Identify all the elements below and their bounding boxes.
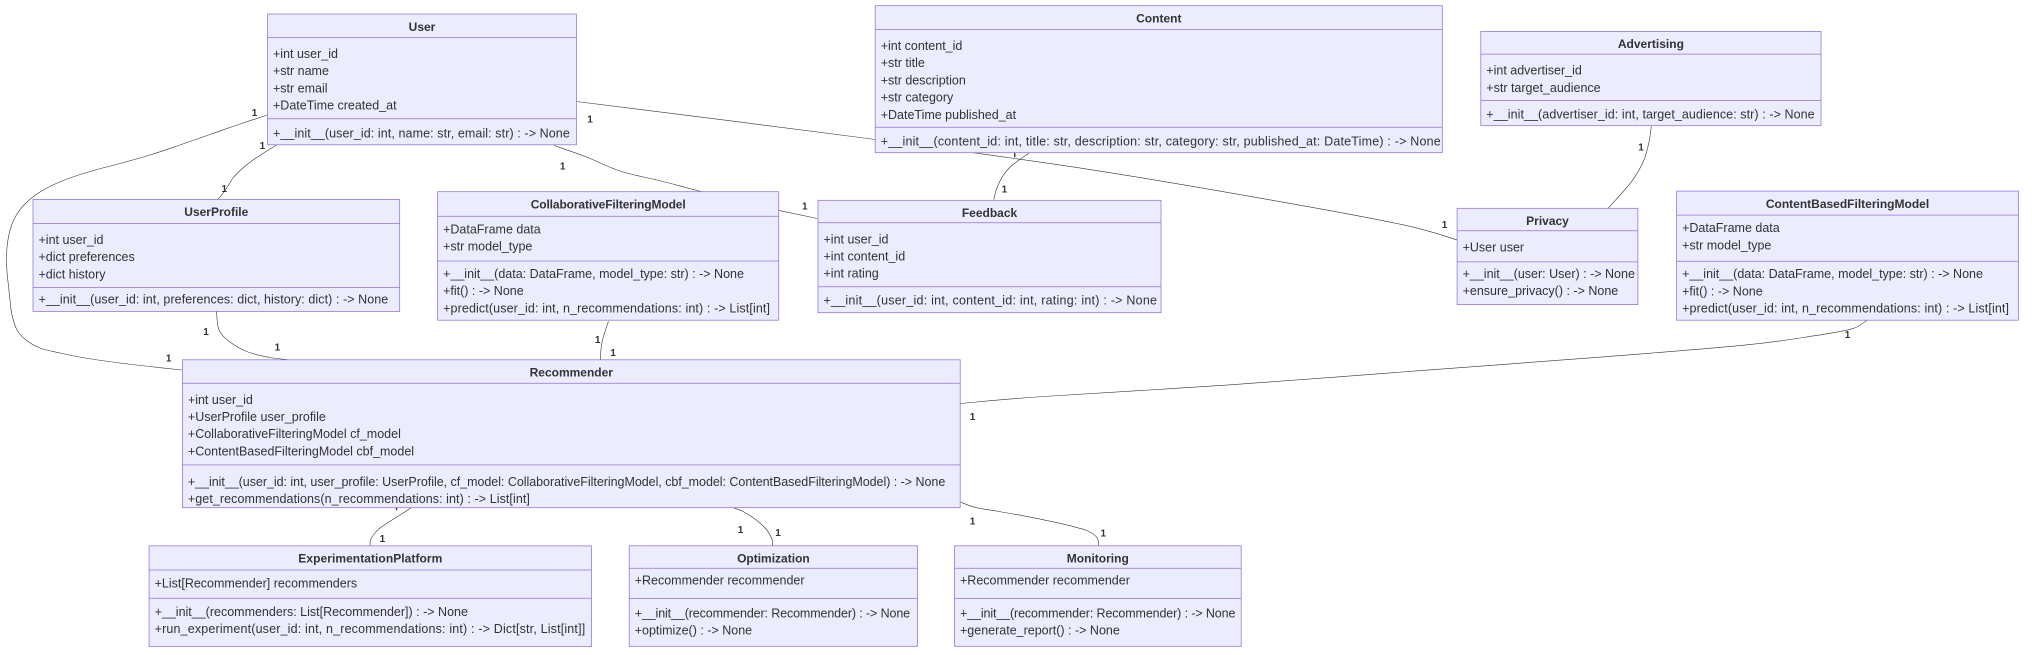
svg-text:1: 1	[275, 343, 281, 354]
svg-text:1: 1	[970, 412, 976, 423]
svg-text:+int user_id: +int user_id	[824, 232, 889, 246]
svg-text:+int content_id: +int content_id	[881, 39, 963, 53]
svg-text:1: 1	[203, 327, 209, 338]
svg-text:1: 1	[1845, 330, 1851, 341]
svg-text:+str target_audience: +str target_audience	[1486, 81, 1600, 95]
svg-text:+User user: +User user	[1463, 240, 1524, 254]
svg-text:1: 1	[1638, 143, 1644, 154]
svg-text:1: 1	[252, 108, 258, 119]
svg-text:1: 1	[260, 141, 266, 152]
svg-text:+fit() : -> None: +fit() : -> None	[1682, 284, 1763, 298]
svg-text:+List[Recommender] recommender: +List[Recommender] recommenders	[155, 577, 358, 591]
svg-text:ExperimentationPlatform: ExperimentationPlatform	[298, 552, 442, 566]
svg-text:+__init__(recommender: Recomme: +__init__(recommender: Recommender) : ->…	[960, 607, 1235, 621]
svg-text:1: 1	[738, 525, 744, 536]
svg-text:Privacy: Privacy	[1526, 214, 1569, 228]
svg-text:Optimization: Optimization	[737, 552, 810, 566]
svg-text:+__init__(content_id: int, tit: +__init__(content_id: int, title: str, d…	[881, 134, 1441, 148]
svg-text:+dict history: +dict history	[39, 267, 107, 281]
svg-text:1: 1	[1442, 220, 1448, 231]
svg-text:+DataFrame data: +DataFrame data	[443, 222, 541, 236]
svg-text:+int user_id: +int user_id	[39, 233, 104, 247]
svg-text:Content: Content	[1136, 12, 1181, 26]
svg-text:+str title: +str title	[881, 56, 925, 70]
svg-text:1: 1	[775, 528, 781, 539]
svg-text:+__init__(user: User) : -> Non: +__init__(user: User) : -> None	[1463, 267, 1635, 281]
svg-text:+str description: +str description	[881, 73, 966, 87]
svg-text:+Recommender recommender: +Recommender recommender	[635, 573, 805, 587]
svg-text:+int rating: +int rating	[824, 267, 879, 281]
svg-text:UserProfile: UserProfile	[184, 205, 248, 219]
svg-text:+str model_type: +str model_type	[1682, 238, 1771, 252]
svg-text:+CollaborativeFilteringModel c: +CollaborativeFilteringModel cf_model	[188, 427, 401, 441]
svg-text:+fit() : -> None: +fit() : -> None	[443, 284, 524, 298]
svg-text:User: User	[409, 20, 436, 34]
svg-text:+__init__(user_id: int, user_p: +__init__(user_id: int, user_profile: Us…	[188, 475, 945, 489]
svg-text:Monitoring: Monitoring	[1067, 552, 1129, 566]
svg-text:+ContentBasedFilteringModel cb: +ContentBasedFilteringModel cbf_model	[188, 444, 414, 458]
svg-text:Feedback: Feedback	[962, 206, 1018, 220]
svg-text:+ensure_privacy() : -> None: +ensure_privacy() : -> None	[1463, 284, 1619, 298]
svg-text:+__init__(data: DataFrame, mod: +__init__(data: DataFrame, model_type: s…	[1682, 267, 1983, 281]
svg-text:ContentBasedFilteringModel: ContentBasedFilteringModel	[1766, 197, 1929, 211]
svg-text:+get_recommendations(n_recomme: +get_recommendations(n_recommendations: …	[188, 492, 530, 506]
svg-text:1: 1	[380, 534, 386, 545]
svg-text:Advertising: Advertising	[1618, 37, 1684, 51]
svg-text:+run_experiment(user_id: int,: +run_experiment(user_id: int, n_recommen…	[155, 622, 586, 636]
svg-text:1: 1	[1002, 185, 1008, 196]
svg-text:1: 1	[610, 348, 616, 359]
svg-text:+generate_report() : -> None: +generate_report() : -> None	[960, 624, 1120, 638]
svg-text:1: 1	[222, 184, 228, 195]
svg-text:+predict(user_id: int, n_recom: +predict(user_id: int, n_recommendations…	[443, 301, 770, 315]
svg-text:+__init__(recommenders: List[R: +__init__(recommenders: List[Recommender…	[155, 605, 468, 619]
svg-text:1: 1	[970, 516, 976, 527]
svg-text:+Recommender recommender: +Recommender recommender	[960, 573, 1130, 587]
svg-text:1: 1	[802, 202, 808, 213]
svg-text:Recommender: Recommender	[530, 366, 614, 380]
svg-text:+int content_id: +int content_id	[824, 250, 906, 264]
svg-text:+__init__(recommender: Recomme: +__init__(recommender: Recommender) : ->…	[635, 607, 910, 621]
svg-text:+UserProfile user_profile: +UserProfile user_profile	[188, 410, 326, 424]
svg-text:+DateTime created_at: +DateTime created_at	[273, 99, 397, 113]
svg-text:+DataFrame data: +DataFrame data	[1682, 221, 1780, 235]
svg-text:+int user_id: +int user_id	[273, 47, 338, 61]
svg-text:+__init__(user_id: int, name:: +__init__(user_id: int, name: str, email…	[273, 126, 570, 140]
svg-text:+str model_type: +str model_type	[443, 240, 532, 254]
svg-text:+str category: +str category	[881, 91, 954, 105]
svg-text:+__init__(user_id: int, conten: +__init__(user_id: int, content_id: int,…	[824, 294, 1158, 308]
svg-text:+__init__(user_id: int, prefer: +__init__(user_id: int, preferences: dic…	[39, 293, 389, 307]
svg-text:+dict preferences: +dict preferences	[39, 250, 135, 264]
svg-text:+__init__(data: DataFrame, mod: +__init__(data: DataFrame, model_type: s…	[443, 267, 744, 281]
svg-text:+DateTime published_at: +DateTime published_at	[881, 108, 1017, 122]
svg-text:+predict(user_id: int, n_recom: +predict(user_id: int, n_recommendations…	[1682, 302, 2009, 316]
svg-text:+int user_id: +int user_id	[188, 393, 253, 407]
svg-text:+str email: +str email	[273, 81, 328, 95]
svg-text:1: 1	[166, 353, 172, 364]
svg-text:+__init__(advertiser_id: int,: +__init__(advertiser_id: int, target_aud…	[1486, 108, 1814, 122]
svg-text:+int advertiser_id: +int advertiser_id	[1486, 64, 1582, 78]
svg-text:1: 1	[560, 161, 566, 172]
svg-text:+optimize() : -> None: +optimize() : -> None	[635, 624, 752, 638]
svg-text:1: 1	[1101, 529, 1107, 540]
svg-text:CollaborativeFilteringModel: CollaborativeFilteringModel	[531, 198, 686, 212]
svg-text:1: 1	[587, 115, 593, 126]
svg-text:1: 1	[595, 335, 601, 346]
svg-text:+str name: +str name	[273, 64, 329, 78]
